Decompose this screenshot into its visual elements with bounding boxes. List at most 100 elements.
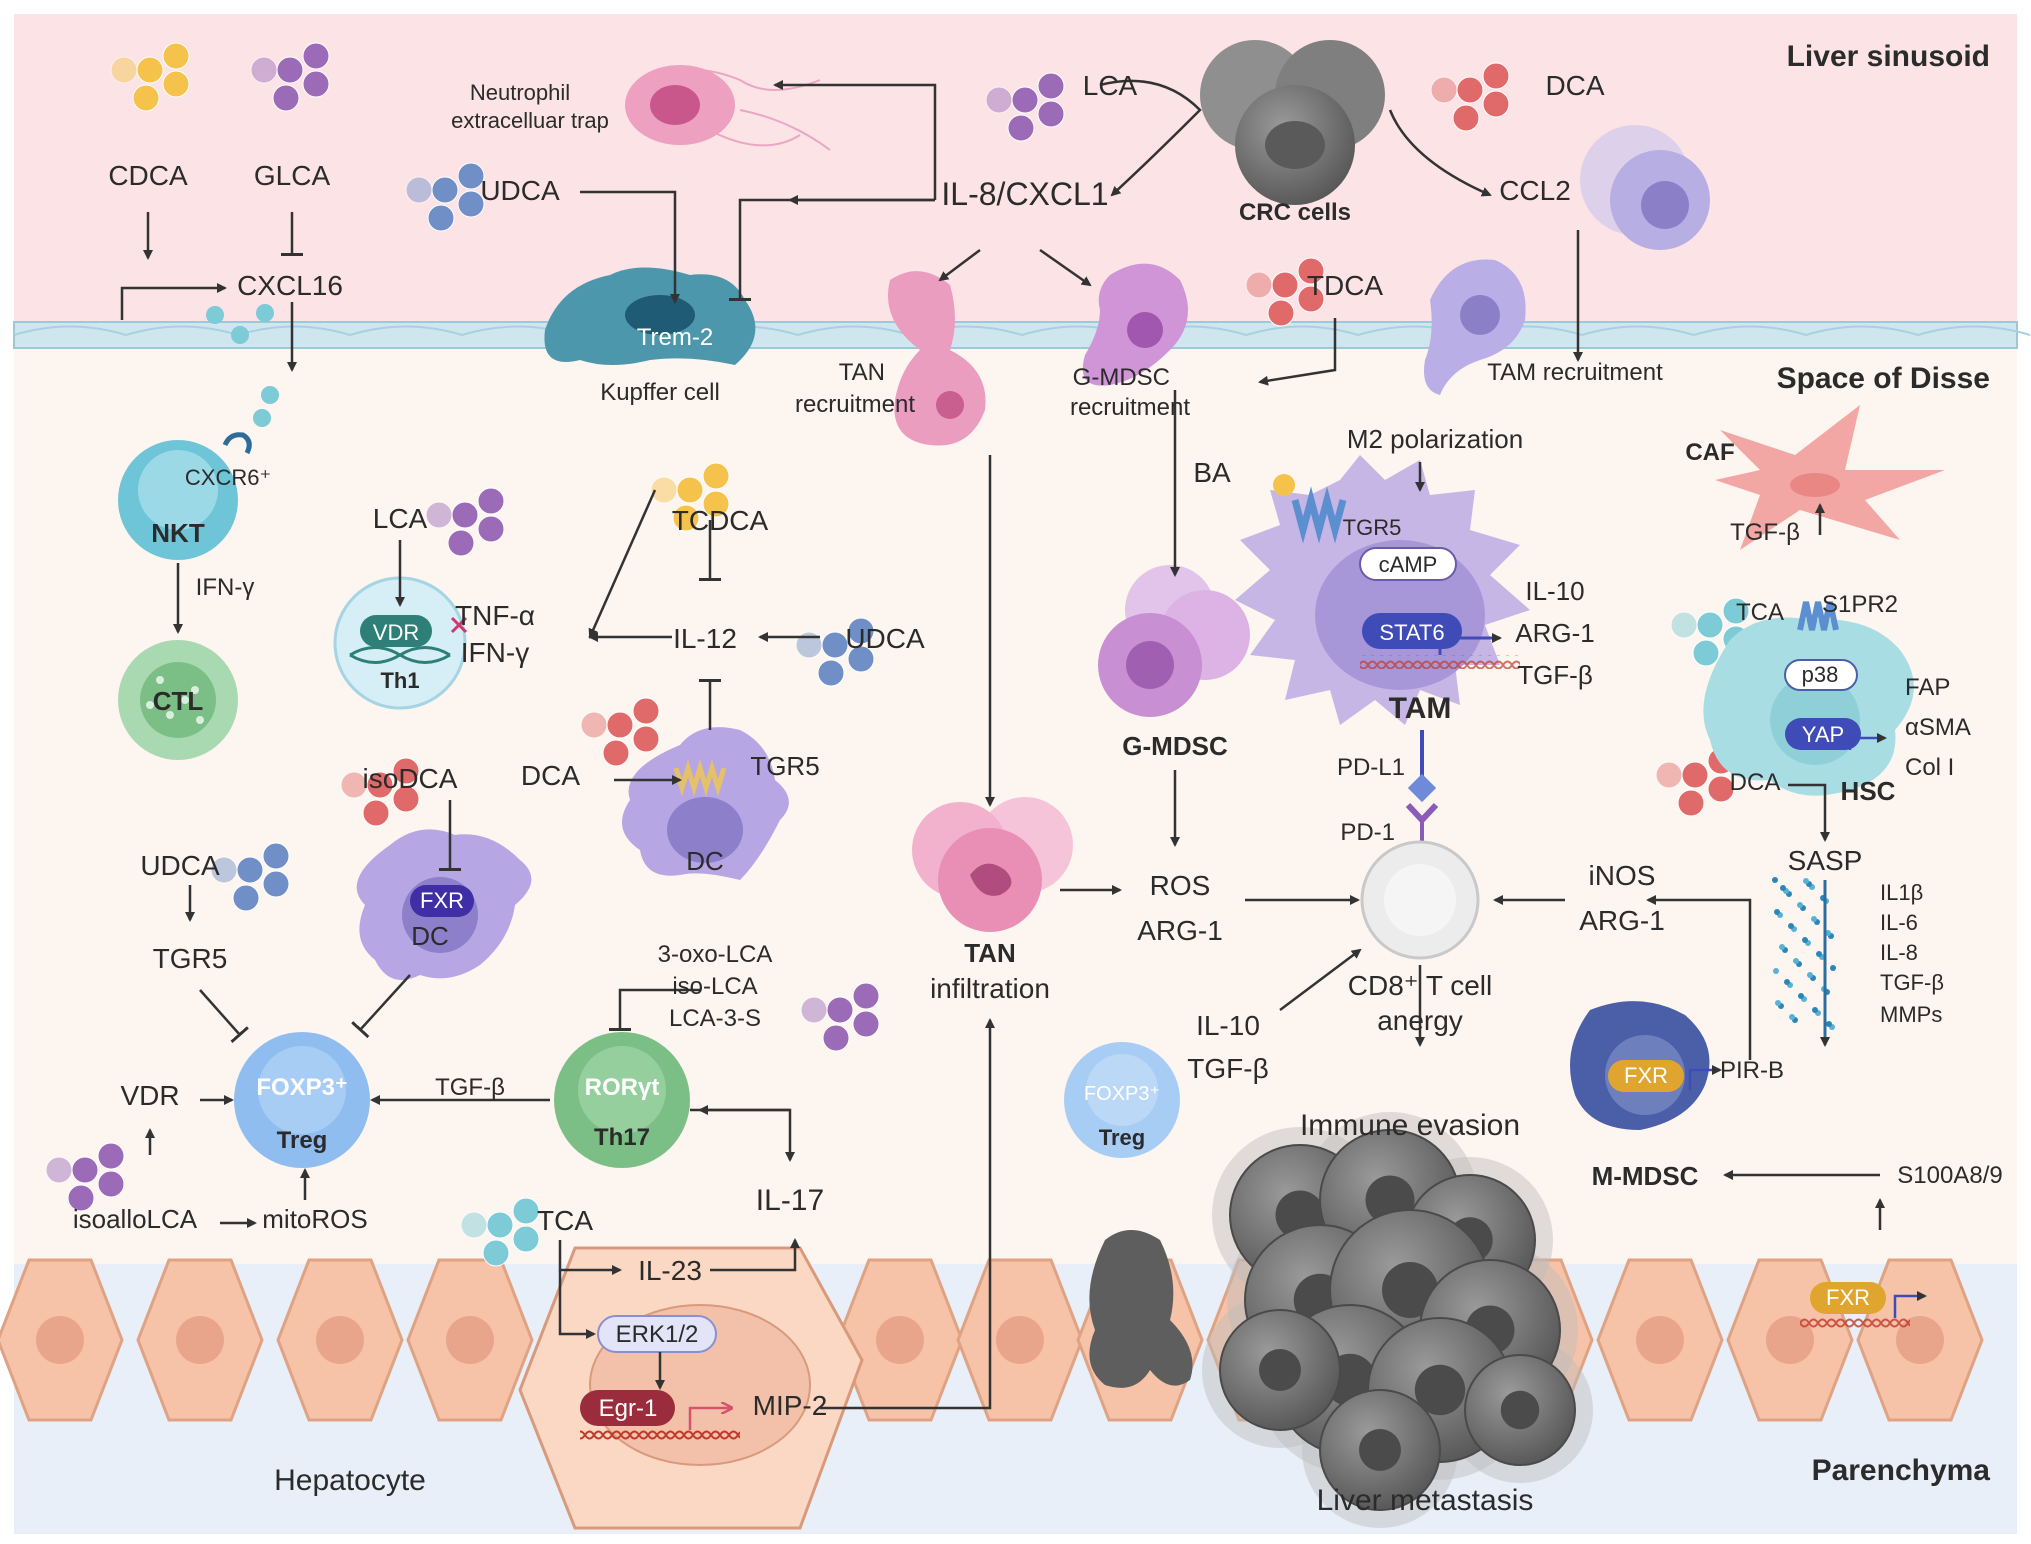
s1pr2-receptor [1797,601,1839,631]
cd8-t-cell [1360,840,1480,960]
gmdsc-recruiting-cell [1082,263,1188,386]
pathway-arrow [580,190,680,304]
label-treg-small: Treg [1099,1125,1145,1150]
cxcl16-ligand [256,304,274,322]
pathway-arrow [588,489,657,639]
hepatocyte-cell [136,1258,264,1422]
label-rorgt: RORγt [585,1074,660,1101]
label-sasp4: TGF-β [1880,970,1944,995]
liver-metastasis-tumor [1089,1112,1593,1528]
label-tgr5-dc: TGR5 [750,751,819,781]
label-tgr5-left: TGR5 [153,943,228,974]
label-il17: IL-17 [756,1184,824,1217]
bile-acid-cluster [650,462,730,532]
label-vdr-left: VDR [120,1080,179,1111]
pd1-pdl1-link [1405,730,1439,850]
label-foxp3: FOXP3⁺ [256,1074,347,1101]
label-foxp3-small: FOXP3⁺ [1084,1083,1160,1105]
label-tcdca: TCDCA [672,505,769,536]
label-caf: CAF [1685,439,1734,466]
bile-acid-cluster [580,697,660,767]
tgr5-receptor-tam [1291,486,1347,544]
label-gmdsc: G-MDSC [1122,731,1228,761]
central-hepatocyte [518,1246,864,1530]
label-tam: TAM [1389,692,1452,725]
label-tan-rec1: TAN [839,359,885,386]
label-tdca: TDCA [1307,270,1384,301]
label-tan1: TAN [964,938,1016,968]
label-kupffer: Kupffer cell [600,379,720,406]
label-gmdsc-rec1: G-MDSC [1073,364,1170,391]
crc-cells [1200,40,1385,205]
cxcl16-ligand [253,409,271,427]
endothelial-cell [125,325,239,336]
treg-cell [234,1032,370,1168]
bile-acid-cluster [110,42,190,112]
label-stat6: STAT6 [1379,620,1444,645]
label-sasp: SASP [1788,845,1863,876]
label-gmdsc-rec2: recruitment [1070,394,1190,421]
label-nkt: NKT [151,518,205,548]
label-dca-top: DCA [1545,70,1604,101]
label-immune: Immune evasion [1300,1109,1520,1142]
label-udca-mid: UDCA [845,623,925,654]
zone-label-disse: Space of Disse [1777,362,1990,395]
hsc-cell [1703,601,1914,796]
bile-acid-cluster [250,42,330,112]
fxr-bottom [1800,1282,1927,1330]
label-tgfb-caf: TGF-β [1730,519,1800,546]
zone-label-parenchyma: Parenchyma [1812,1454,1991,1487]
label-mmdsc: M-MDSC [1592,1161,1699,1191]
label-fxr-bottom: FXR [1826,1285,1870,1310]
bile-acid-cluster [425,487,505,557]
treg-small-cell [1064,1042,1180,1158]
mmdsc-cell [1570,1001,1722,1130]
label-erk: ERK1/2 [616,1321,699,1348]
label-lca-mid: LCA [373,503,428,534]
hepatocyte-cell [406,1258,534,1422]
label-sasp3: IL-8 [1880,940,1918,965]
pathway-arrow [351,974,411,1039]
label-inos: iNOS [1589,860,1656,891]
hepatocyte-cell [1596,1258,1724,1422]
label-s1pr2: S1PR2 [1822,591,1898,618]
label-cd8-2: anergy [1377,1005,1463,1036]
endothelial-cell [1805,325,1919,336]
tam-recruiting-cell [1424,259,1526,395]
pathway-arrow [120,283,227,320]
pathway-arrow [710,1238,800,1272]
pathway-arrow [773,80,937,200]
label-tca-hsc: TCA [1736,599,1784,626]
hepatocyte-signaling [580,1315,740,1444]
ctl-cell [118,640,238,760]
kupffer-cell: Trem-2 [544,267,756,365]
trem2-label: Trem-2 [637,324,713,351]
th1-cell [333,576,468,710]
bile-acid-cluster [1430,62,1510,132]
label-asma: αSMA [1905,714,1971,741]
label-tnfa: TNF-α [455,600,535,631]
label-p38: p38 [1802,662,1839,687]
th17-cell [554,1032,690,1168]
label-cxcr6: CXCR6⁺ [185,465,271,490]
label-arg1-right: ARG-1 [1579,905,1665,936]
bile-acid-cluster [405,162,485,232]
label-fxr-mm: FXR [1624,1063,1668,1088]
label-dc1: DC [686,846,724,876]
label-tgr5-tam: TGR5 [1343,515,1402,540]
net-cell [625,65,831,151]
tan-infiltrating-cells [912,797,1073,932]
label-dc2: DC [411,921,449,951]
bile-acid-cluster [795,617,875,687]
label-fap: FAP [1905,674,1950,701]
endothelial-cell [237,325,351,336]
label-treg: Treg [277,1127,328,1154]
tam-cell [1235,455,1530,725]
endothelial-cell [797,325,911,336]
bile-acid-cluster [460,1197,540,1267]
label-fxr-dc: FXR [420,888,464,913]
pathway-arrow [729,198,935,301]
bile-acid-cluster [985,72,1065,142]
